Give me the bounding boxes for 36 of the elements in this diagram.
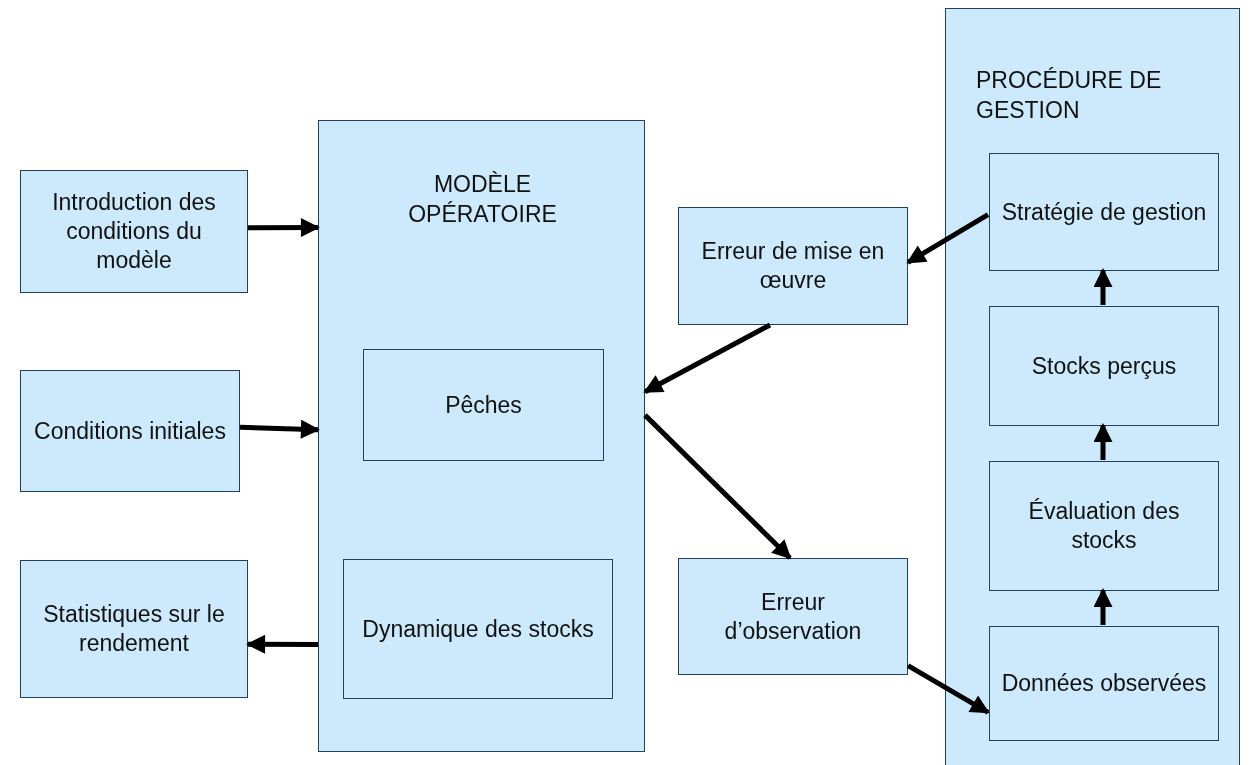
box-label: Erreur de mise en œuvre — [700, 237, 886, 295]
arrow — [906, 212, 990, 265]
process-box — [989, 153, 1219, 271]
arrow — [1093, 588, 1113, 625]
arrow — [643, 322, 772, 394]
arrow — [239, 419, 320, 439]
box-label: Statistiques sur le rendement — [42, 600, 226, 658]
box-label: Stocks perçus — [1031, 351, 1177, 381]
process-box — [989, 461, 1219, 591]
process-box — [20, 370, 240, 492]
box-label: Dynamique des stocks — [362, 614, 594, 644]
arrow — [643, 413, 792, 560]
box-label: Données observées — [1001, 669, 1207, 698]
arrow — [1093, 423, 1113, 460]
arrow — [1093, 268, 1113, 305]
process-box — [343, 559, 613, 699]
process-box — [20, 560, 248, 698]
group-title: PROCÉDURE DE GESTION — [976, 66, 1163, 125]
box-label: Introduction des conditions du modèle — [51, 188, 217, 275]
process-box — [989, 626, 1219, 741]
arrow — [906, 663, 990, 715]
box-label: Erreur d’observation — [723, 587, 863, 646]
box-label: Stratégie de gestion — [1001, 197, 1207, 227]
container-box — [945, 8, 1240, 765]
box-label: Conditions initiales — [34, 416, 226, 446]
group-title: MODÈLE OPÉRATOIRE — [407, 170, 558, 229]
arrow — [246, 634, 318, 654]
process-box — [678, 207, 908, 325]
container-box — [318, 120, 645, 752]
box-label: Pêches — [445, 390, 522, 420]
arrow — [248, 218, 320, 238]
process-box — [989, 306, 1219, 426]
process-box — [363, 349, 604, 461]
process-box — [20, 170, 248, 293]
box-label: Évaluation des stocks — [1027, 497, 1181, 555]
process-box — [678, 558, 908, 675]
